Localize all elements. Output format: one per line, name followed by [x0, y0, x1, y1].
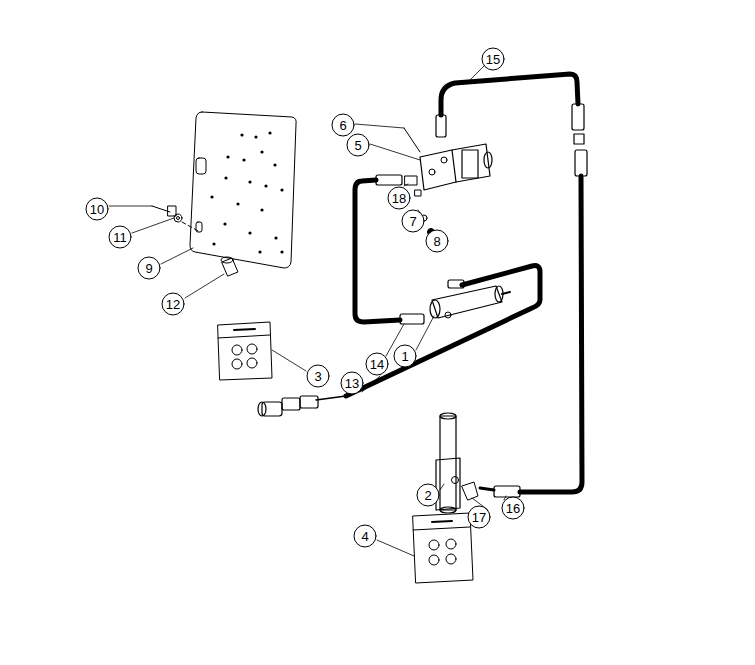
callout-number: 5: [354, 139, 361, 152]
callout-number: 6: [339, 119, 346, 132]
callout-number: 2: [424, 489, 431, 502]
callout-number: 3: [314, 370, 321, 383]
callout-number: 8: [433, 235, 440, 248]
callout-number: 7: [409, 215, 416, 228]
callout-number: 4: [361, 530, 368, 543]
callout-number: 9: [145, 262, 152, 275]
callout-number: 1: [401, 350, 408, 363]
callout-number: 17: [472, 511, 486, 524]
callout-number: 10: [90, 203, 104, 216]
callout-number: 12: [166, 298, 180, 311]
callout-number: 11: [113, 231, 127, 244]
callout-number: 14: [370, 358, 384, 371]
callout-number: 13: [345, 377, 359, 390]
callout-number: 18: [392, 192, 406, 205]
callout-number: 15: [486, 53, 500, 66]
callout-number: 16: [506, 502, 520, 515]
